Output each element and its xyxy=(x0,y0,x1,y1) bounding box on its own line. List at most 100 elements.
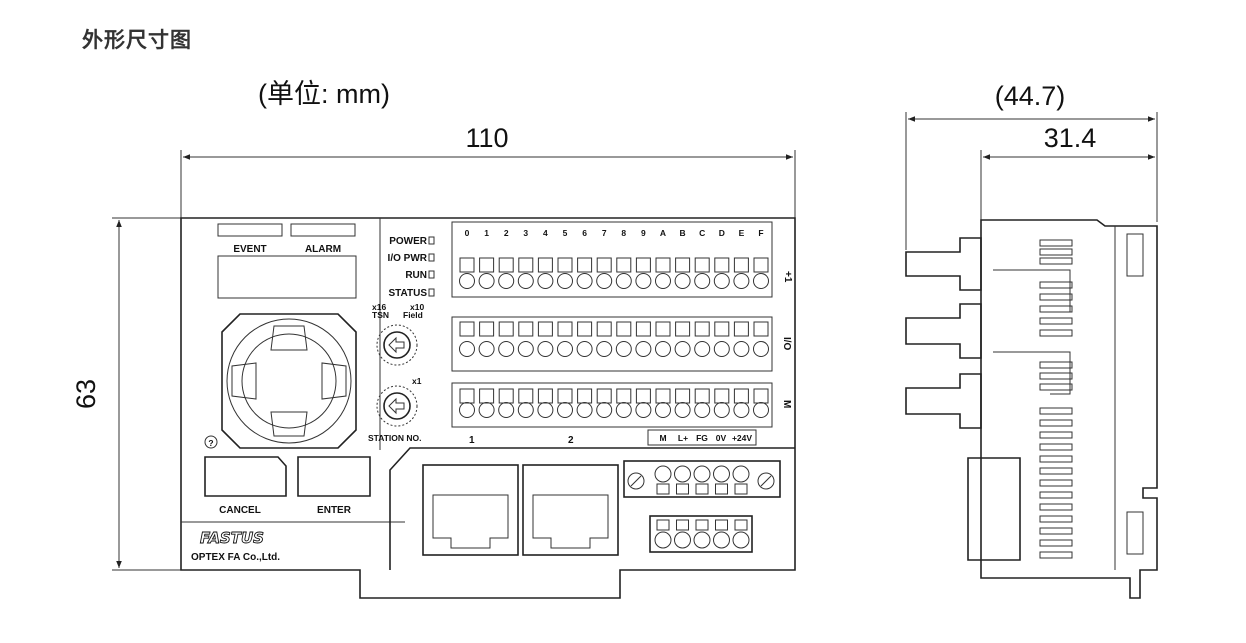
housing-outline xyxy=(180,217,796,599)
power-pin-hole xyxy=(713,465,730,483)
svg-text:0V: 0V xyxy=(716,433,727,443)
ethernet-port-1 xyxy=(422,464,519,556)
power-pin-release xyxy=(715,483,728,495)
terminal-release-slot xyxy=(675,388,691,404)
led-power xyxy=(428,236,435,245)
terminal-wire-hole xyxy=(674,273,691,289)
row-label-1: +1 xyxy=(782,271,793,283)
terminal-wire-hole xyxy=(694,341,711,357)
terminal-wire-hole xyxy=(498,273,515,289)
channel-label: A xyxy=(660,228,666,238)
svg-text:L+: L+ xyxy=(678,433,688,443)
terminal-release-slot xyxy=(694,321,710,337)
side-inner-frame-2 xyxy=(993,351,1071,395)
side-latch-top xyxy=(1126,233,1144,277)
channel-label: 2 xyxy=(504,228,509,238)
terminal-release-slot xyxy=(714,388,730,404)
terminal-wire-hole xyxy=(615,402,632,418)
terminal-channel: F xyxy=(753,228,769,418)
terminal-release-slot xyxy=(537,388,553,404)
vent-slot xyxy=(1039,239,1073,247)
terminal-wire-hole xyxy=(478,402,495,418)
terminal-release-slot xyxy=(459,388,475,404)
terminal-wire-hole xyxy=(694,402,711,418)
svg-text:FG: FG xyxy=(696,433,708,443)
terminal-wire-hole xyxy=(596,341,613,357)
depth-label: 31.4 xyxy=(1044,123,1097,153)
rotary-switch-upper: x16 TSN x10 Field xyxy=(372,302,424,366)
terminal-channel: 0 xyxy=(459,228,475,418)
power-plug-hole xyxy=(732,531,750,549)
vent-slot xyxy=(1039,431,1073,439)
terminal-wire-hole xyxy=(537,402,554,418)
down-key xyxy=(270,411,308,437)
terminal-wire-hole xyxy=(753,341,769,357)
power-plug-release xyxy=(676,519,689,531)
side-plug-1 xyxy=(905,237,982,291)
terminal-release-slot xyxy=(675,257,691,273)
power-terminal-labels: M L+ FG 0V +24V xyxy=(659,433,752,443)
terminal-wire-hole xyxy=(635,402,652,418)
terminal-wire-hole xyxy=(537,341,554,357)
led-status xyxy=(428,288,435,297)
side-view: (44.7) 31.4 xyxy=(905,81,1158,599)
svg-text:TSN: TSN xyxy=(372,310,389,320)
terminal-channel: E xyxy=(733,228,750,418)
power-plug-release xyxy=(656,519,670,531)
led-io-pwr xyxy=(428,253,435,262)
vent-slot xyxy=(1039,305,1073,313)
channel-label: D xyxy=(719,228,725,238)
terminal-release-slot xyxy=(479,257,495,273)
terminal-release-slot xyxy=(518,257,534,273)
row-label-2: I/O xyxy=(781,337,792,351)
dial-upper xyxy=(383,331,411,359)
terminal-release-slot xyxy=(518,321,534,337)
alarm-window xyxy=(290,223,356,237)
terminal-release-slot xyxy=(733,257,749,273)
terminal-wire-hole xyxy=(557,402,573,418)
terminal-wire-hole xyxy=(615,341,632,357)
channel-label: 4 xyxy=(543,228,548,238)
station-no-label: STATION NO. xyxy=(368,433,422,443)
svg-text:?: ? xyxy=(208,438,213,448)
terminal-release-slot xyxy=(753,257,769,273)
svg-text:M: M xyxy=(659,433,666,443)
terminal-release-slot xyxy=(694,388,710,404)
terminal-release-slot xyxy=(459,321,475,337)
terminal-release-slot xyxy=(498,388,514,404)
page-title: 外形尺寸图 xyxy=(82,28,192,52)
channel-label: 3 xyxy=(523,228,528,238)
terminal-release-slot xyxy=(635,257,651,273)
terminal-release-slot xyxy=(577,257,593,273)
alarm-label: ALARM xyxy=(305,244,341,255)
channel-label: C xyxy=(699,228,705,238)
terminal-wire-hole xyxy=(517,273,534,289)
terminal-release-slot xyxy=(577,388,593,404)
dial-lower xyxy=(383,392,411,420)
terminal-wire-hole xyxy=(615,273,632,289)
power-plug-release xyxy=(734,519,748,531)
terminal-wire-hole xyxy=(713,341,730,357)
terminal-release-slot xyxy=(733,388,749,404)
svg-text:x10: x10 xyxy=(410,302,424,312)
cancel-button xyxy=(204,456,287,497)
event-window xyxy=(217,223,283,237)
power-pin-hole xyxy=(732,465,750,483)
terminal-channel: A xyxy=(655,228,671,418)
screw-icon xyxy=(627,472,645,490)
terminal-release-slot xyxy=(577,321,593,337)
power-pin-hole xyxy=(693,465,711,483)
terminal-release-slot xyxy=(616,388,632,404)
vent-slot xyxy=(1039,329,1073,337)
width-dimension-label: 110 xyxy=(465,123,508,153)
terminal-channel: 3 xyxy=(517,228,534,418)
side-power-plug xyxy=(967,457,1021,561)
terminal-wire-hole xyxy=(713,273,730,289)
channel-label: B xyxy=(680,228,686,238)
terminal-wire-hole xyxy=(635,341,652,357)
event-label: EVENT xyxy=(233,244,266,255)
vent-slot xyxy=(1039,539,1073,547)
terminal-wire-hole xyxy=(733,341,750,357)
ventilation-slots xyxy=(1039,239,1073,559)
